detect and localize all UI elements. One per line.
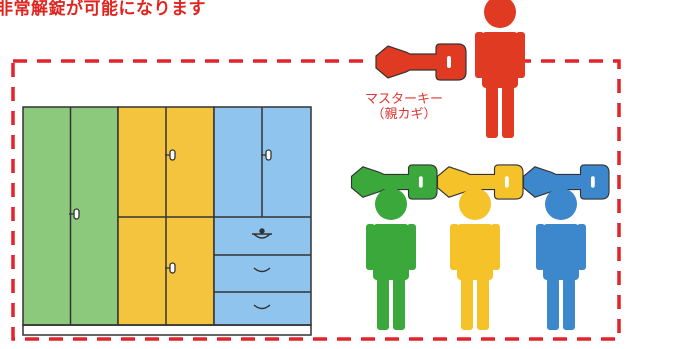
master-key-label-line2: （親カギ） xyxy=(371,107,437,122)
cabinet-lock-icon xyxy=(165,262,176,274)
master-key-label: マスターキー （親カギ） xyxy=(354,92,454,122)
cabinet-unit xyxy=(22,106,312,336)
person-icon xyxy=(475,0,525,138)
master-key-icon xyxy=(375,43,467,81)
drawer-handle xyxy=(253,267,271,273)
key-icon xyxy=(522,164,610,200)
cabinet-lock-icon xyxy=(165,149,176,161)
person-icon xyxy=(450,188,500,330)
headline: 非常解錠が可能になります xyxy=(0,0,206,19)
dashed-enclosure xyxy=(11,59,621,341)
key-icon xyxy=(436,164,524,200)
key-icon xyxy=(350,164,438,200)
person-icon xyxy=(366,188,416,330)
cabinet-lock-icon xyxy=(261,149,272,161)
cabinet-lock-icon xyxy=(69,208,80,220)
drawer-handle xyxy=(253,304,271,310)
master-key-label-line1: マスターキー xyxy=(364,92,443,107)
drawer-handle xyxy=(252,228,272,239)
person-icon xyxy=(536,188,586,330)
